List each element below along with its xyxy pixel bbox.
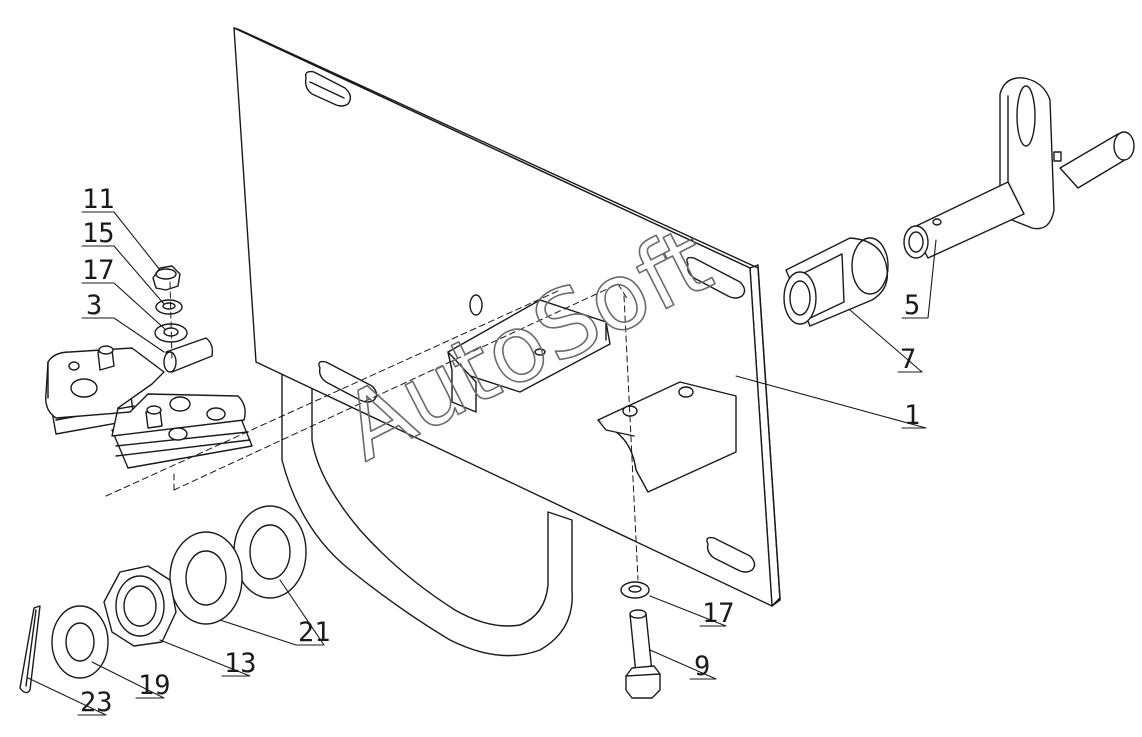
pin-shaft-end bbox=[1114, 132, 1134, 160]
plate-bracket bbox=[448, 300, 736, 492]
pin-bore-inner bbox=[909, 232, 923, 252]
part-15-lock-washer bbox=[156, 300, 182, 314]
u-bracket-loop bbox=[282, 372, 572, 656]
pin-collar-shaft bbox=[912, 182, 1024, 258]
part-1-mounting-plate bbox=[234, 28, 780, 656]
callout-11: 11 bbox=[82, 184, 115, 215]
plate-bottom-corner bbox=[772, 600, 780, 606]
part-11-nut bbox=[153, 266, 180, 290]
pin-cross-hole bbox=[933, 219, 941, 225]
part-13-hex-nut bbox=[104, 566, 176, 646]
pin-bore bbox=[904, 226, 928, 258]
part-21-washers bbox=[170, 506, 306, 624]
callout-1: 1 bbox=[904, 400, 920, 431]
assembly-axes bbox=[105, 281, 639, 581]
part-5-lever-pin bbox=[904, 78, 1134, 258]
plate-slots bbox=[306, 72, 755, 572]
callout-5: 5 bbox=[904, 290, 920, 321]
pin-lug bbox=[1054, 152, 1061, 161]
callout-17-lower: 17 bbox=[702, 598, 735, 629]
callout-17-upper: 17 bbox=[82, 255, 115, 286]
plate-right-edge bbox=[758, 265, 780, 600]
part-17b-washer bbox=[621, 582, 649, 598]
lever-slot bbox=[1017, 86, 1035, 146]
part-9-bolt bbox=[626, 610, 660, 698]
callout-9: 9 bbox=[694, 651, 710, 682]
callout-7: 7 bbox=[900, 344, 916, 375]
callout-15: 15 bbox=[82, 218, 115, 249]
callout-19: 19 bbox=[138, 670, 171, 701]
callout-23: 23 bbox=[80, 687, 113, 718]
plate-corner bbox=[234, 28, 240, 30]
part-3-clamp-assembly bbox=[46, 338, 252, 468]
callout-3: 3 bbox=[86, 290, 102, 321]
callout-13: 13 bbox=[224, 648, 257, 679]
part-19-washer bbox=[52, 606, 108, 678]
plate-corner-right bbox=[750, 265, 758, 268]
part-23-cotter-pin bbox=[20, 606, 40, 693]
callout-labels: 11 15 17 3 5 7 1 17 9 21 13 19 23 bbox=[80, 184, 920, 718]
part-7-bushing bbox=[784, 238, 888, 326]
leader-lines bbox=[27, 211, 937, 716]
callout-21: 21 bbox=[298, 617, 331, 648]
